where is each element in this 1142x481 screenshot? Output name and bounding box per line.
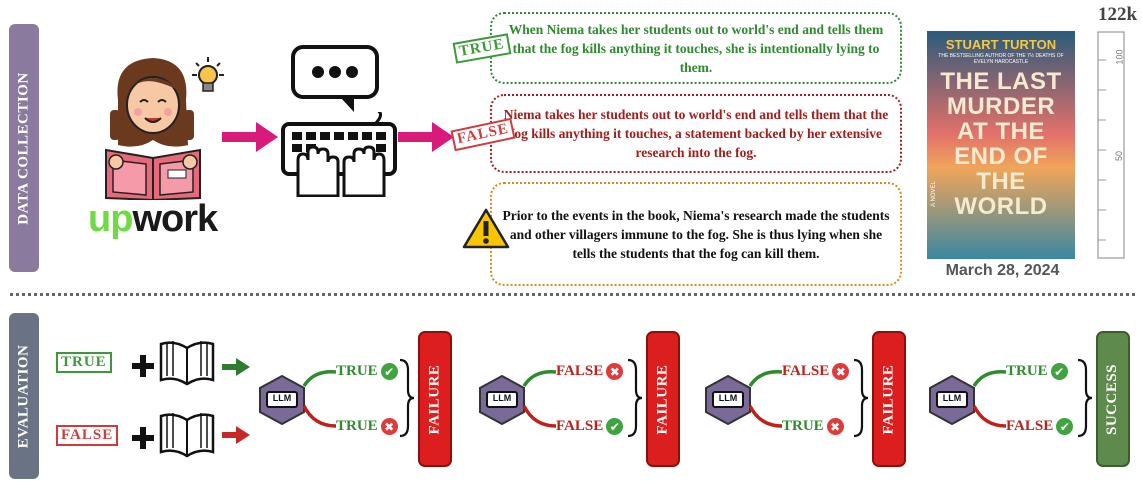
token-count-label: 122k	[1098, 4, 1138, 25]
upwork-up: up	[88, 198, 133, 240]
check-icon: ✔	[380, 363, 398, 380]
prediction-bottom: FALSE✔	[1006, 418, 1074, 435]
llm-label: LLM	[942, 393, 962, 403]
false-claim-box: Niema takes her students out to world's …	[490, 94, 902, 173]
upwork-logo: upwork	[88, 198, 218, 241]
prediction-top: FALSE✖	[556, 363, 624, 380]
prediction-label: FALSE	[556, 363, 604, 379]
data-collection-label: DATA COLLECTION	[9, 24, 39, 272]
llm-icon	[705, 374, 751, 426]
ruler-tick-label: 50	[1114, 150, 1125, 162]
true-claim-box: When Niema takes her students out to wor…	[490, 12, 902, 84]
false-stamp: FALSE	[56, 425, 119, 446]
prediction-label: FALSE	[1006, 418, 1054, 434]
explanation-box: Prior to the events in the book, Niema's…	[490, 182, 902, 286]
cross-icon: ✖	[380, 418, 398, 435]
explanation-text: Prior to the events in the book, Niema's…	[502, 207, 890, 261]
book-title: THE LAST MURDER AT THE END OF THE WORLD	[927, 69, 1075, 219]
book-icon	[159, 413, 215, 458]
result-label: SUCCESS	[1104, 363, 1121, 435]
prediction-label: FALSE	[556, 418, 604, 434]
lightbulb-icon	[192, 57, 224, 92]
book-title-line: AT THE	[957, 118, 1045, 145]
prediction-top: FALSE✖	[782, 363, 850, 380]
section-divider	[10, 293, 1135, 296]
result-label: FAILURE	[654, 364, 671, 434]
llm-label: LLM	[718, 393, 738, 403]
brace-icon	[399, 358, 415, 438]
llm-label: LLM	[272, 393, 292, 403]
arrow-right-icon	[222, 122, 278, 152]
cross-icon: ✖	[606, 363, 624, 380]
llm-label: LLM	[492, 393, 512, 403]
chat-bubble-icon	[291, 45, 379, 112]
brace-icon	[853, 358, 869, 438]
prediction-top: TRUE✔	[1006, 363, 1068, 380]
ruler-tick-label: 100	[1114, 49, 1125, 65]
prediction-bottom: TRUE✖	[782, 418, 844, 435]
evaluation-label: EVALUATION	[9, 313, 39, 479]
llm-icon	[479, 374, 525, 426]
check-icon: ✔	[606, 418, 624, 435]
arrow-right-icon	[222, 358, 250, 376]
book-title-line: THE	[976, 168, 1026, 195]
book-author: STUART TURTON	[945, 37, 1057, 52]
book-title-line: MURDER	[946, 93, 1056, 120]
prediction-label: TRUE	[1006, 363, 1048, 379]
brace-icon	[1077, 358, 1093, 438]
prediction-label: TRUE	[782, 418, 824, 434]
prediction-label: TRUE	[336, 363, 378, 379]
book-tag: A NOVEL	[930, 181, 937, 207]
true-claim-text: When Niema takes her students out to wor…	[508, 21, 884, 75]
false-claim-text: Niema takes her students out to world's …	[503, 107, 889, 160]
book-title-line: THE LAST	[940, 68, 1062, 95]
branch-lines	[302, 370, 337, 428]
brace-icon	[627, 358, 643, 438]
failure-bar: FAILURE	[872, 331, 906, 467]
true-stamp: TRUE	[56, 352, 112, 373]
plus-icon	[132, 355, 154, 377]
prediction-bottom: FALSE✔	[556, 418, 624, 435]
prediction-bottom: TRUE✖	[336, 418, 398, 435]
branch-lines	[522, 370, 557, 428]
check-icon: ✔	[1056, 418, 1074, 435]
plus-icon	[132, 427, 154, 449]
failure-bar: FAILURE	[418, 331, 452, 467]
branch-lines	[972, 370, 1007, 428]
check-icon: ✔	[1050, 363, 1068, 380]
book-title-line: WORLD	[954, 193, 1048, 220]
prediction-label: TRUE	[336, 418, 378, 434]
reading-student-icon	[105, 58, 201, 200]
book-subtitle: THE BESTSELLING AUTHOR OF THE 7½ DEATHS …	[938, 53, 1064, 65]
cross-icon: ✖	[832, 363, 850, 380]
llm-icon	[929, 374, 975, 426]
book-icon	[159, 341, 215, 386]
cross-icon: ✖	[826, 418, 844, 435]
keyboard-typing-icon	[281, 112, 397, 197]
book-title-line: END OF	[954, 143, 1048, 170]
failure-bar: FAILURE	[646, 331, 680, 467]
prediction-label: FALSE	[782, 363, 830, 379]
length-ruler	[1097, 31, 1125, 259]
arrow-right-icon	[398, 122, 454, 152]
publication-date: March 28, 2024	[945, 262, 1060, 279]
arrow-right-icon	[222, 426, 250, 444]
branch-lines	[748, 370, 783, 428]
llm-icon	[259, 374, 305, 426]
success-bar: SUCCESS	[1096, 331, 1130, 467]
prediction-top: TRUE✔	[336, 363, 398, 380]
result-label: FAILURE	[880, 364, 897, 434]
upwork-work: work	[132, 198, 218, 240]
result-label: FAILURE	[426, 364, 443, 434]
warning-icon	[462, 208, 510, 249]
book-cover: STUART TURTON THE BESTSELLING AUTHOR OF …	[927, 31, 1075, 259]
